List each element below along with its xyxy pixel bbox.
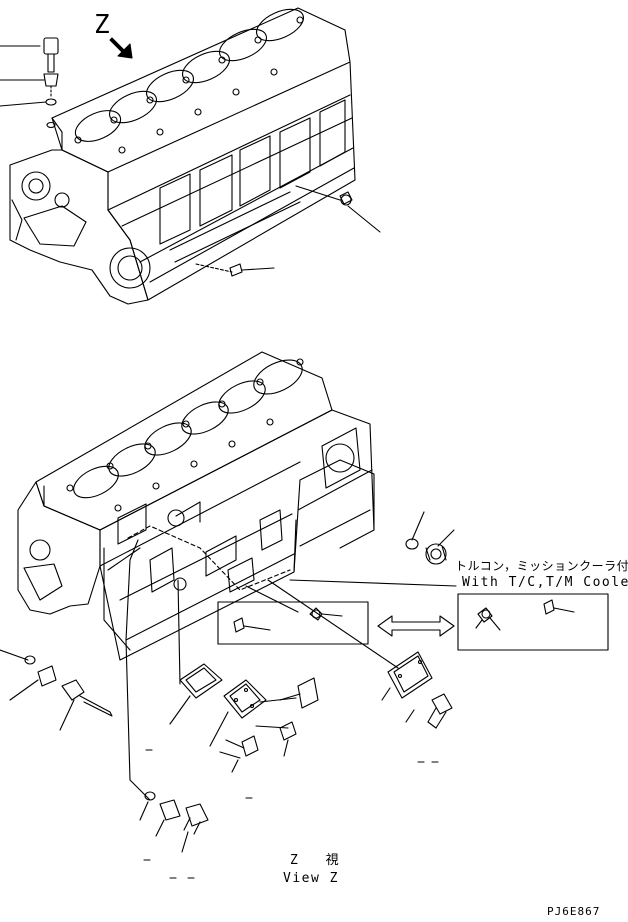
upper-front-housing	[10, 150, 150, 304]
view-caption-japanese: Z 視	[290, 853, 349, 868]
right-plug-assembly	[406, 512, 454, 564]
view-direction-letter: Z	[94, 10, 110, 40]
center-gasket	[170, 580, 222, 724]
center-small-plug	[280, 722, 296, 756]
bottom-leader	[126, 540, 150, 800]
callout-box-standard	[218, 602, 368, 644]
center-bolt	[220, 736, 258, 772]
center-cover	[210, 680, 266, 746]
upper-plug-bottom	[230, 264, 242, 276]
lower-cylinder-block	[18, 352, 374, 660]
cylinder-bores-upper	[71, 3, 308, 153]
cylinder-bores-lower	[67, 353, 308, 511]
right-cover-bolt	[406, 694, 452, 728]
upper-bolt-stack	[44, 38, 58, 128]
upper-cylinder-block	[0, 3, 380, 304]
right-cover-plate	[268, 580, 432, 700]
drawing-code: PJ6E867	[547, 905, 601, 918]
view-caption-english: View Z	[283, 871, 339, 886]
cooler-note-english: With T/C,T/M Cooler	[462, 575, 628, 590]
upper-plug-right	[340, 192, 352, 205]
reference-ticks	[144, 750, 438, 878]
sensor-left	[0, 650, 112, 730]
swap-arrow	[378, 616, 454, 636]
cooler-note-japanese: トルコン，ミッションクーラ付	[455, 559, 628, 573]
callout-box-cooler	[458, 594, 608, 650]
view-z-arrow	[110, 38, 132, 58]
bottom-plug-set	[140, 792, 208, 852]
center-plug	[260, 678, 318, 708]
